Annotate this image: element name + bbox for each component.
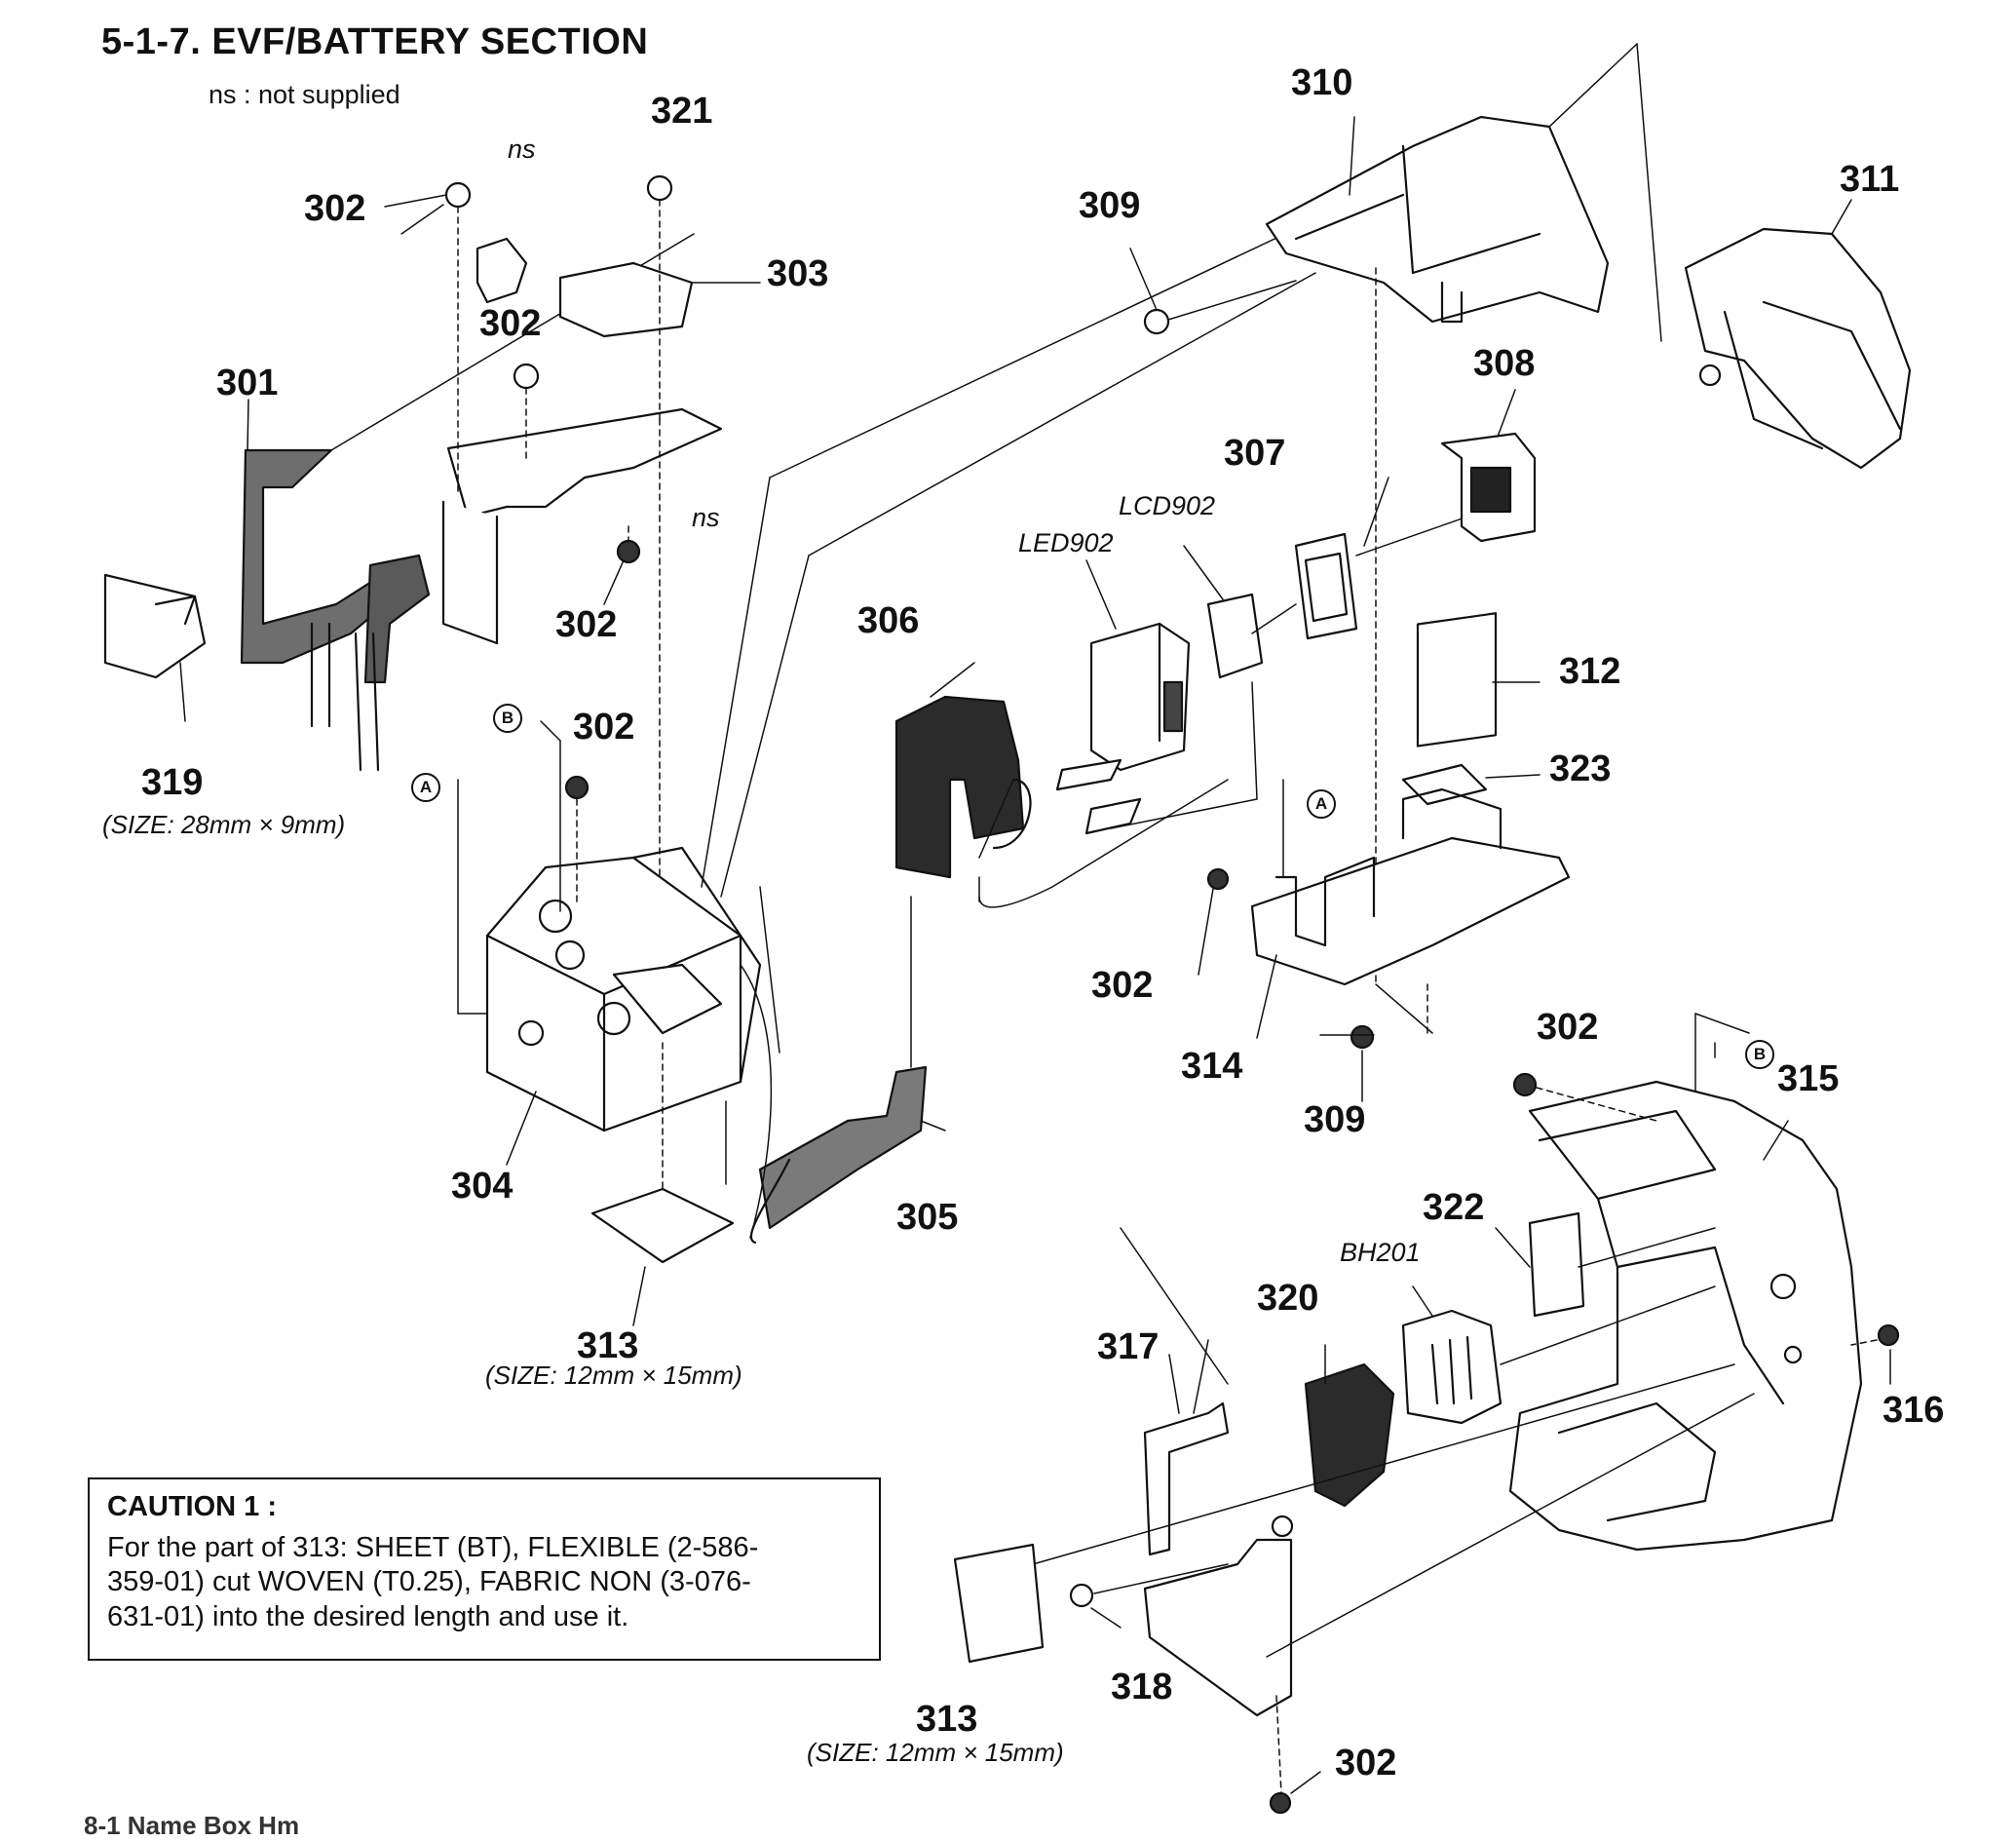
part-label-306: 306 <box>857 600 920 641</box>
sheet-313-bottom <box>953 1543 1045 1664</box>
part-label-302: 302 <box>1335 1743 1397 1783</box>
part-label-302: 302 <box>304 188 366 229</box>
caution-line: For the part of 313: SHEET (BT), FLEXIBL… <box>107 1532 759 1563</box>
flex-cable-301-tail <box>363 554 431 684</box>
part-322 <box>1528 1211 1585 1318</box>
caution-text: For the part of 313: SHEET (BT), FLEXIBL… <box>107 1531 861 1634</box>
part-label-313: 313 <box>916 1699 978 1740</box>
holder-314 <box>1250 836 1571 986</box>
part-label-302: 302 <box>573 707 635 748</box>
part-label-315: 315 <box>1777 1058 1840 1099</box>
part-label-320: 320 <box>1257 1278 1319 1319</box>
caution-title: CAUTION 1 : <box>107 1491 277 1522</box>
sheet-313-left <box>590 1187 735 1264</box>
flex-306 <box>894 695 1025 879</box>
bh-201-label: BH201 <box>1340 1238 1421 1267</box>
section-subtitle: ns : not supplied <box>209 80 400 109</box>
part-323 <box>1401 763 1488 806</box>
flex-cable-301 <box>240 448 411 665</box>
part-label-313: 313 <box>577 1325 639 1366</box>
marker-b: B <box>1745 1040 1774 1069</box>
part-307 <box>1294 532 1358 640</box>
part-label-303: 303 <box>767 253 829 294</box>
bracket-plate <box>446 407 723 518</box>
sheet-319 <box>103 573 207 679</box>
part-label-304: 304 <box>451 1166 514 1207</box>
size-319: (SIZE: 28mm × 9mm) <box>102 810 346 839</box>
part-label-308: 308 <box>1473 343 1536 384</box>
evf-cover-310 <box>1265 115 1610 324</box>
marker-a: A <box>1307 789 1336 819</box>
caution-line: 631-01) into the desired length and use … <box>107 1600 629 1632</box>
part-label-311: 311 <box>1840 159 1900 200</box>
marker-b: B <box>493 704 522 733</box>
part-label-323: 323 <box>1549 748 1612 789</box>
part-label-302: 302 <box>479 303 542 344</box>
lcd-902 <box>1206 593 1264 679</box>
lcd-902-label: LCD902 <box>1119 491 1216 520</box>
part-label-307: 307 <box>1224 433 1286 474</box>
part-320 <box>1304 1362 1395 1508</box>
bracket-303 <box>558 261 694 338</box>
part-label-318: 318 <box>1111 1667 1173 1707</box>
page-footer: 8-1 Name Box Hm <box>84 1811 300 1840</box>
part-label-302: 302 <box>1537 1007 1599 1048</box>
part-label-322: 322 <box>1423 1187 1485 1228</box>
part-label-305: 305 <box>896 1197 959 1238</box>
caution-box: CAUTION 1 : For the part of 313: SHEET (… <box>88 1477 881 1661</box>
section-title: 5-1-7. EVF/BATTERY SECTION <box>101 21 649 62</box>
part-label-317: 317 <box>1097 1326 1160 1367</box>
size-313-left: (SIZE: 12mm × 15mm) <box>485 1361 742 1390</box>
part-label-302: 302 <box>1091 965 1154 1006</box>
part-label-301: 301 <box>216 363 279 403</box>
ns-label: ns <box>508 134 536 164</box>
part-label-302: 302 <box>555 604 618 645</box>
part-label-314: 314 <box>1181 1046 1243 1087</box>
plate-318 <box>1143 1538 1293 1717</box>
size-313-bottom: (SIZE: 12mm × 15mm) <box>807 1738 1064 1767</box>
part-label-309: 309 <box>1079 185 1141 226</box>
ns-label: ns <box>692 503 720 532</box>
frame-315 <box>1508 1080 1863 1552</box>
caution-line: 359-01) cut WOVEN (T0.25), FABRIC NON (3… <box>107 1566 751 1598</box>
part-312 <box>1416 612 1498 748</box>
part-label-312: 312 <box>1559 651 1621 692</box>
marker-a: A <box>411 773 440 802</box>
part-label-310: 310 <box>1291 62 1353 103</box>
bracket-317 <box>1143 1401 1230 1556</box>
part-label-316: 316 <box>1883 1390 1945 1431</box>
part-label-309: 309 <box>1304 1099 1366 1140</box>
led-902-label: LED902 <box>1018 528 1114 557</box>
part-label-321: 321 <box>651 91 713 132</box>
flex-305 <box>758 1065 928 1230</box>
part-label-319: 319 <box>141 762 204 803</box>
eyecup-311 <box>1684 227 1912 470</box>
